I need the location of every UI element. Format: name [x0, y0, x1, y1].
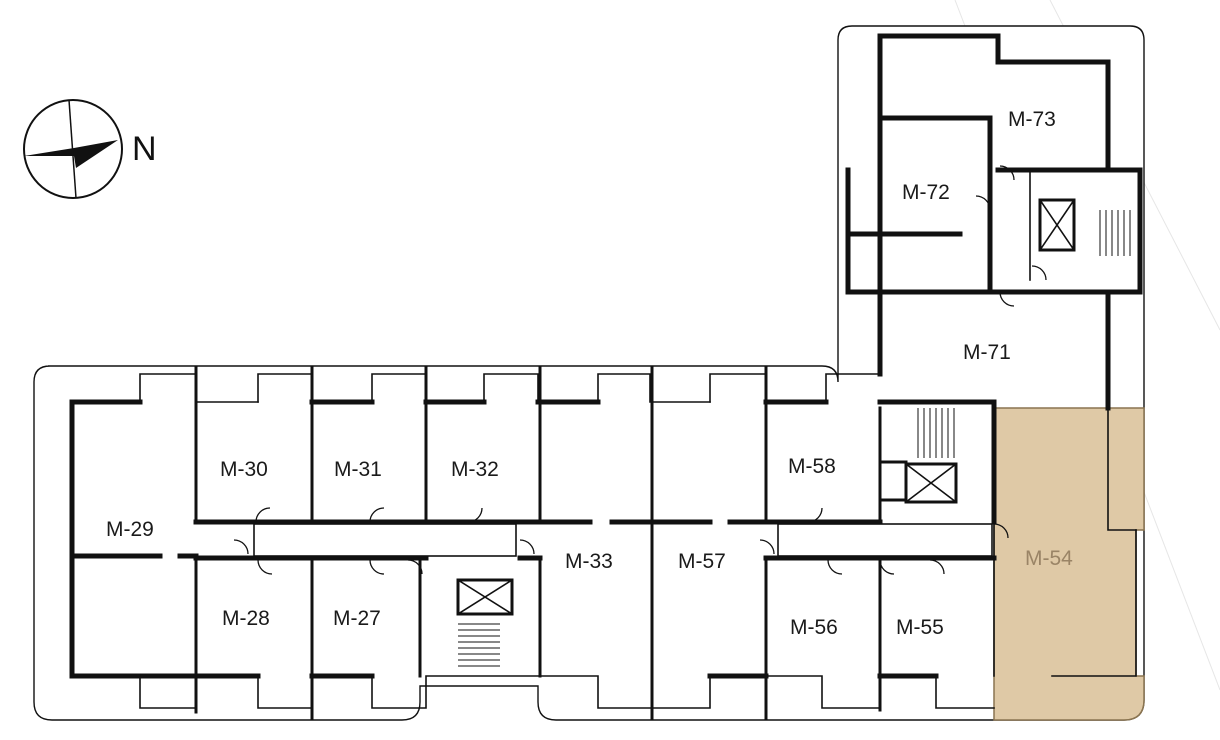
- unit-label-m29[interactable]: M-29: [106, 518, 154, 541]
- unit-label-m27[interactable]: M-27: [333, 607, 381, 630]
- unit-label-m73[interactable]: M-73: [1008, 108, 1056, 131]
- unit-label-m30[interactable]: M-30: [220, 458, 268, 481]
- unit-label-m31[interactable]: M-31: [334, 458, 382, 481]
- doors: [233, 165, 1047, 575]
- unit-label-m32[interactable]: M-32: [451, 458, 499, 481]
- unit-labels: M-29 M-30 M-31 M-32 M-28 M-27 M-33 M-57 …: [106, 108, 1073, 639]
- stair-treads-center: [458, 623, 500, 667]
- stair-treads-east: [1099, 210, 1131, 256]
- unit-label-m58[interactable]: M-58: [788, 455, 836, 478]
- terrace-outlines: [33, 25, 1145, 721]
- unit-label-m71[interactable]: M-71: [963, 341, 1011, 364]
- unit-label-m72[interactable]: M-72: [902, 181, 950, 204]
- walls: [69, 33, 1143, 720]
- north-arrow-icon: [24, 140, 118, 168]
- unit-label-m57[interactable]: M-57: [678, 550, 726, 573]
- unit-label-m54[interactable]: M-54: [1025, 547, 1073, 570]
- unit-label-m33[interactable]: M-33: [565, 550, 613, 573]
- unit-label-m56[interactable]: M-56: [790, 616, 838, 639]
- unit-label-m55[interactable]: M-55: [896, 616, 944, 639]
- north-label: N: [132, 130, 157, 168]
- stair-treads-north: [917, 408, 955, 458]
- unit-label-m28[interactable]: M-28: [222, 607, 270, 630]
- compass: N: [23, 99, 157, 199]
